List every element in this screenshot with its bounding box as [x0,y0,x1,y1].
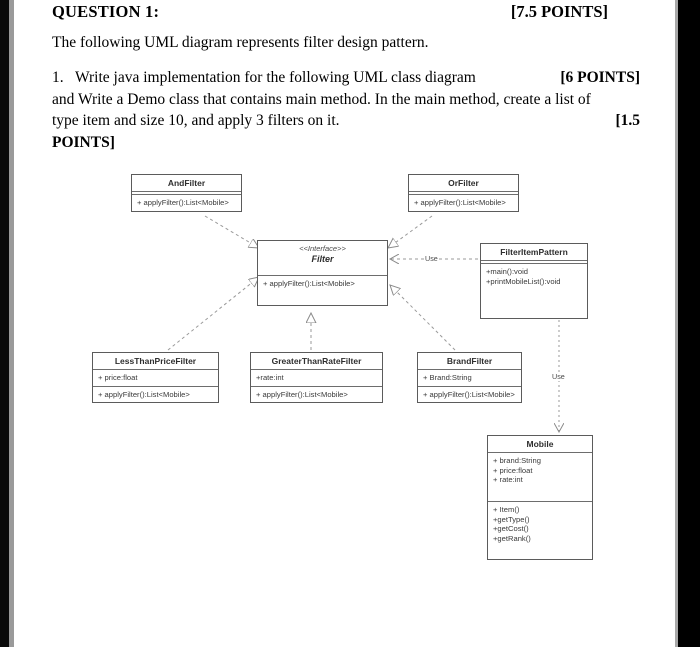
task-number: 1. [52,69,64,86]
method-item: +main():void [486,267,528,276]
task-line-3: [1.5 type item and size 10, and apply 3 … [52,110,640,132]
scan-edge-left [0,0,9,647]
method-item: + applyFilter():List<Mobile> [414,198,506,207]
method-item: + applyFilter():List<Mobile> [137,198,229,207]
separator [418,369,521,370]
uml-class-brand-filter: BrandFilter + Brand:String + applyFilter… [417,352,522,404]
class-name-filter-item-pattern: FilterItemPattern [500,247,568,257]
attributes-brand-filter: + Brand:String [418,370,521,386]
uml-class-less-than-price-filter: LessThanPriceFilter + price:float + appl… [92,352,219,404]
intro-text: The following UML diagram represents fil… [52,34,429,51]
separator [251,385,382,387]
uml-class-or-filter: OrFilter + applyFilter():List<Mobile> [408,174,519,212]
method-item: + applyFilter():List<Mobile> [98,389,190,399]
interface-header-filter: <<Interface>> Filter [258,241,387,265]
task-line-1: [6 POINTS] 1. Write java implementation … [52,67,640,89]
methods-filter-item-pattern: +main():void +printMobileList():void [481,264,587,289]
realization-lessthanprice-filter [167,277,259,351]
separator [251,369,382,370]
attribute-item: + Brand:String [423,373,472,382]
separator [488,452,592,453]
attribute-item: + rate:int [493,475,523,485]
task-text-3: type item and size 10, and apply 3 filte… [52,112,340,129]
question-points: [7.5 POINTS] [510,2,608,21]
methods-filter: + applyFilter():List<Mobile> [258,276,387,292]
separator [481,260,587,264]
methods-less-than-price-filter: + applyFilter():List<Mobile> [93,387,218,403]
attribute-item: + brand:String [493,456,541,465]
methods-mobile: + Item() +getType() +getCost() +getRank(… [488,502,592,546]
method-item: + Item() [493,505,520,514]
uml-class-greater-than-rate-filter: GreaterThanRateFilter +rate:int + applyF… [250,352,383,404]
method-item: + applyFilter():List<Mobile> [423,389,515,399]
attributes-greater-than-rate-filter: +rate:int [251,370,382,386]
class-name-and-filter: AndFilter [167,178,206,188]
method-item: + applyFilter():List<Mobile> [256,389,348,399]
separator [258,275,387,276]
question-heading-row: QUESTION 1: [7.5 POINTS] [52,2,640,28]
scan-edge-left-inner [9,0,14,647]
task-points-2: [1.5 [615,112,640,129]
method-item: +getCost() [493,524,529,534]
interface-name-filter: Filter [311,254,334,264]
task-line-2: and Write a Demo class that contains mai… [52,90,591,108]
edge-label-use-horizontal: Use [424,254,439,263]
method-item: +printMobileList():void [486,276,561,286]
separator [93,369,218,370]
uml-class-mobile: Mobile + brand:String + price:float + ra… [487,435,593,560]
scan-edge-right-inner [675,0,678,647]
class-name-or-filter: OrFilter [448,178,479,188]
class-name-brand-filter: BrandFilter [446,356,493,366]
attributes-mobile: + brand:String + price:float + rate:int [488,453,592,501]
methods-brand-filter: + applyFilter():List<Mobile> [418,387,521,403]
scan-edge-right [678,0,700,647]
realization-andfilter-filter [204,215,259,248]
paragraph-gap [52,53,640,67]
uml-class-filter-item-pattern: FilterItemPattern +main():void +printMob… [480,243,588,319]
stereotype-label: <<Interface>> [299,244,346,253]
task-points-1: [6 POINTS] [560,69,640,86]
uml-class-and-filter: AndFilter + applyFilter():List<Mobile> [131,174,242,212]
realization-orfilter-filter [388,215,433,248]
question-label: QUESTION 1: [52,2,160,21]
uml-interface-filter: <<Interface>> Filter + applyFilter():Lis… [257,240,388,306]
method-item: + applyFilter():List<Mobile> [263,279,355,288]
task-text-1: Write java implementation for the follow… [74,69,476,86]
attribute-item: + price:float [493,465,533,475]
separator [418,385,521,387]
class-name-greater-than-rate-filter: GreaterThanRateFilter [271,356,362,366]
class-name-mobile: Mobile [526,439,554,449]
question-text-block: QUESTION 1: [7.5 POINTS] The following U… [52,2,640,153]
methods-greater-than-rate-filter: + applyFilter():List<Mobile> [251,387,382,403]
separator [93,385,218,387]
realization-brandfilter-filter [390,285,456,351]
separator [409,191,518,195]
attribute-item: + price:float [98,373,138,382]
class-name-less-than-price-filter: LessThanPriceFilter [114,356,197,366]
method-item: +getRank() [493,533,531,543]
task-points-3: POINTS] [52,133,115,151]
methods-and-filter: + applyFilter():List<Mobile> [132,195,241,211]
attribute-item: +rate:int [256,373,284,382]
edge-label-use-vertical: Use [551,372,566,381]
method-item: +getType() [493,514,530,524]
methods-or-filter: + applyFilter():List<Mobile> [409,195,518,211]
separator [132,191,241,195]
separator [488,501,592,502]
attributes-less-than-price-filter: + price:float [93,370,218,386]
